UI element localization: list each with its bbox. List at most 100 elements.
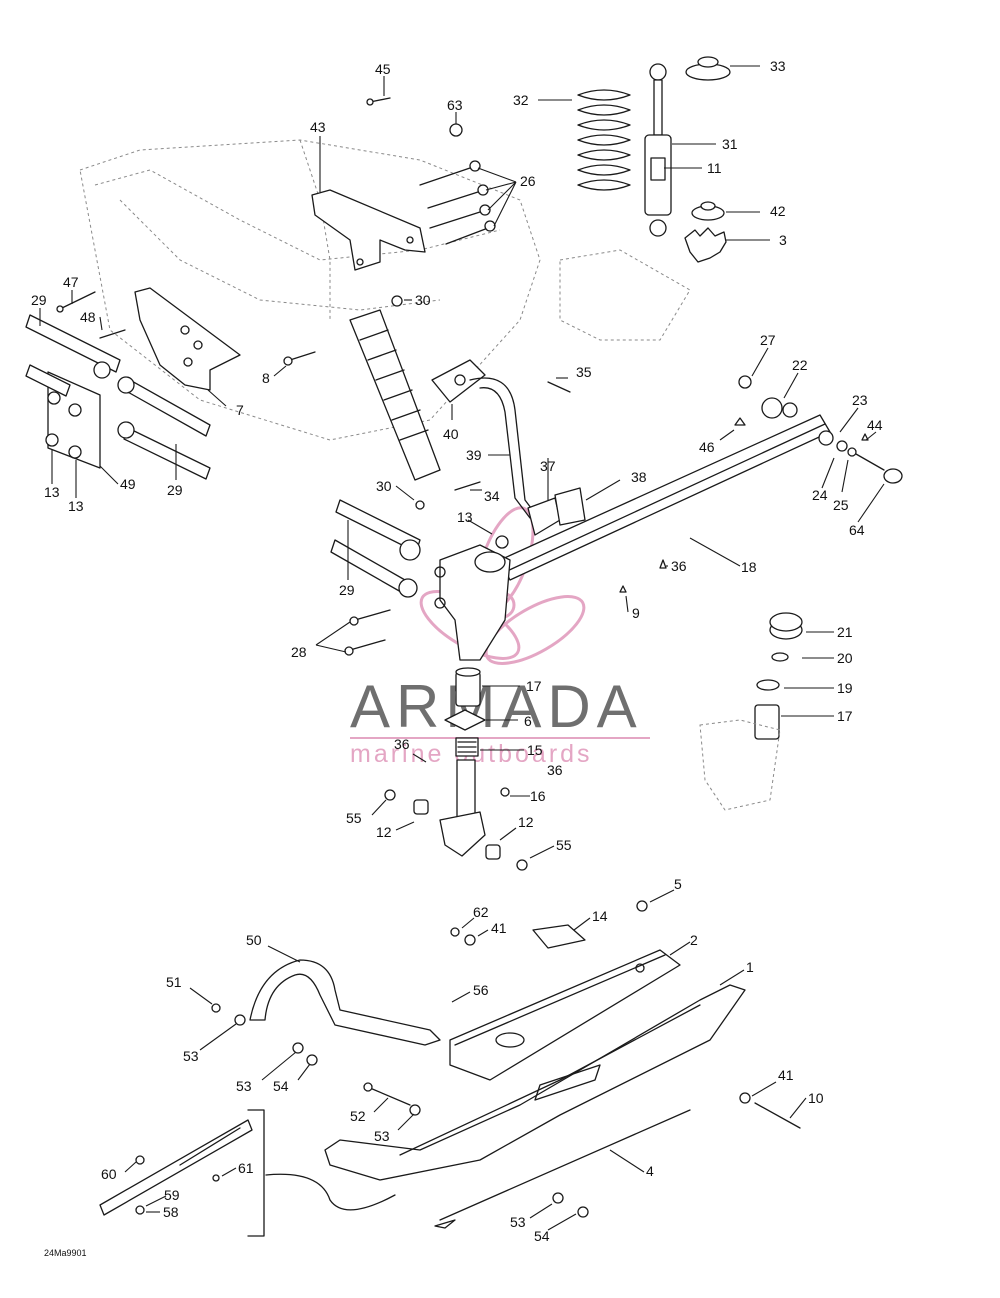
bolt-34 (454, 481, 481, 491)
steering-column (349, 309, 441, 481)
bolt-47 (56, 291, 96, 313)
callout-7: 7 (236, 402, 244, 418)
callout-13-left: 13 (44, 484, 60, 500)
grease-fitting-36 (659, 559, 667, 569)
callout-64: 64 (849, 522, 865, 538)
callout-40: 40 (443, 426, 459, 442)
callout-41-upper: 41 (491, 920, 507, 936)
watermark-brand: ARMADA (350, 673, 643, 740)
callout-51: 51 (166, 974, 182, 990)
callout-39: 39 (466, 447, 482, 463)
callout-58: 58 (163, 1204, 179, 1220)
callout-38: 38 (631, 469, 647, 485)
callout-53-runner: 53 (510, 1214, 526, 1230)
bolts-28 (344, 609, 391, 656)
callout-60: 60 (101, 1166, 117, 1182)
callout-8: 8 (262, 370, 270, 386)
grease-fitting-9 (619, 585, 627, 593)
spindle-shaft (439, 759, 486, 857)
callout-11: 11 (707, 160, 722, 176)
callout-9: 9 (632, 605, 640, 621)
callout-63: 63 (447, 97, 463, 113)
callout-37: 37 (540, 458, 556, 474)
steering-plate (431, 359, 486, 403)
callout-29-lower: 29 (339, 582, 355, 598)
callout-46: 46 (699, 439, 715, 455)
spindle-housing (434, 544, 511, 661)
carriage-bolts (419, 160, 496, 245)
callout-26: 26 (520, 173, 536, 189)
callout-33: 33 (770, 58, 786, 74)
bolt-48 (99, 329, 126, 339)
callout-42: 42 (770, 203, 786, 219)
ski (324, 984, 746, 1181)
tie-rod (469, 377, 541, 521)
callout-52: 52 (350, 1108, 366, 1124)
bolt-35 (547, 381, 571, 393)
wear-pad (532, 924, 586, 949)
callout-50: 50 (246, 932, 262, 948)
callout-48: 48 (80, 309, 96, 325)
callout-45: 45 (375, 61, 391, 77)
shock-absorber (644, 63, 672, 237)
callout-62: 62 (473, 904, 489, 920)
callout-1: 1 (746, 959, 754, 975)
callout-28: 28 (291, 644, 307, 660)
callout-25: 25 (833, 497, 849, 513)
callout-29-left: 29 (31, 292, 47, 308)
rod-end (527, 487, 586, 536)
leader-lines (39, 65, 885, 1231)
callout-16: 16 (530, 788, 546, 804)
callout-56: 56 (473, 982, 489, 998)
callout-22: 22 (792, 357, 808, 373)
callout-36-right: 36 (547, 762, 563, 778)
nut-13 (495, 535, 509, 549)
swing-arm (499, 414, 831, 581)
callout-30-lower: 30 (376, 478, 392, 494)
callout-29-mid: 29 (167, 482, 183, 498)
bushing-17 (455, 667, 481, 707)
callout-15: 15 (527, 742, 543, 758)
callout-36-left: 36 (394, 736, 410, 752)
callout-24: 24 (812, 487, 828, 503)
chassis-frame-outline (79, 139, 691, 441)
callout-13-spindle: 13 (457, 509, 473, 525)
callout-53-ski: 53 (374, 1128, 390, 1144)
callout-36-upper: 36 (671, 558, 687, 574)
carbide-inset (99, 1109, 396, 1237)
callout-31: 31 (722, 136, 738, 152)
washer-30-top (391, 295, 403, 307)
bolt-8 (283, 351, 316, 366)
callout-35: 35 (576, 364, 592, 380)
callout-2: 2 (690, 932, 698, 948)
callout-17-spindle: 17 (526, 678, 542, 694)
callout-55-left: 55 (346, 810, 362, 826)
callout-14: 14 (592, 908, 608, 924)
callout-3: 3 (779, 232, 787, 248)
knuckle-inset (699, 612, 803, 811)
callout-12-right: 12 (518, 814, 534, 830)
callout-55-right: 55 (556, 837, 572, 853)
callout-53-handle: 53 (183, 1048, 199, 1064)
callout-61: 61 (238, 1160, 254, 1176)
callout-4: 4 (646, 1163, 654, 1179)
callout-59: 59 (164, 1187, 180, 1203)
callout-54-runner: 54 (534, 1228, 550, 1244)
mount-bracket (134, 287, 241, 391)
side-plate (45, 371, 101, 469)
nut-30-lower (415, 500, 425, 510)
ski-handle (249, 959, 441, 1046)
lower-rods (330, 499, 421, 598)
runner (434, 1109, 691, 1229)
coil-spring (577, 89, 631, 191)
nut-63 (449, 123, 463, 137)
spring-seat-bottom (691, 201, 725, 221)
callout-54-handle: 54 (273, 1078, 289, 1094)
callout-21: 21 (837, 624, 853, 640)
callout-23: 23 (852, 392, 868, 408)
upper-bracket (311, 189, 426, 271)
diagram-code: 24Ma9901 (44, 1248, 87, 1258)
callout-49: 49 (120, 476, 136, 492)
callout-32: 32 (513, 92, 529, 108)
